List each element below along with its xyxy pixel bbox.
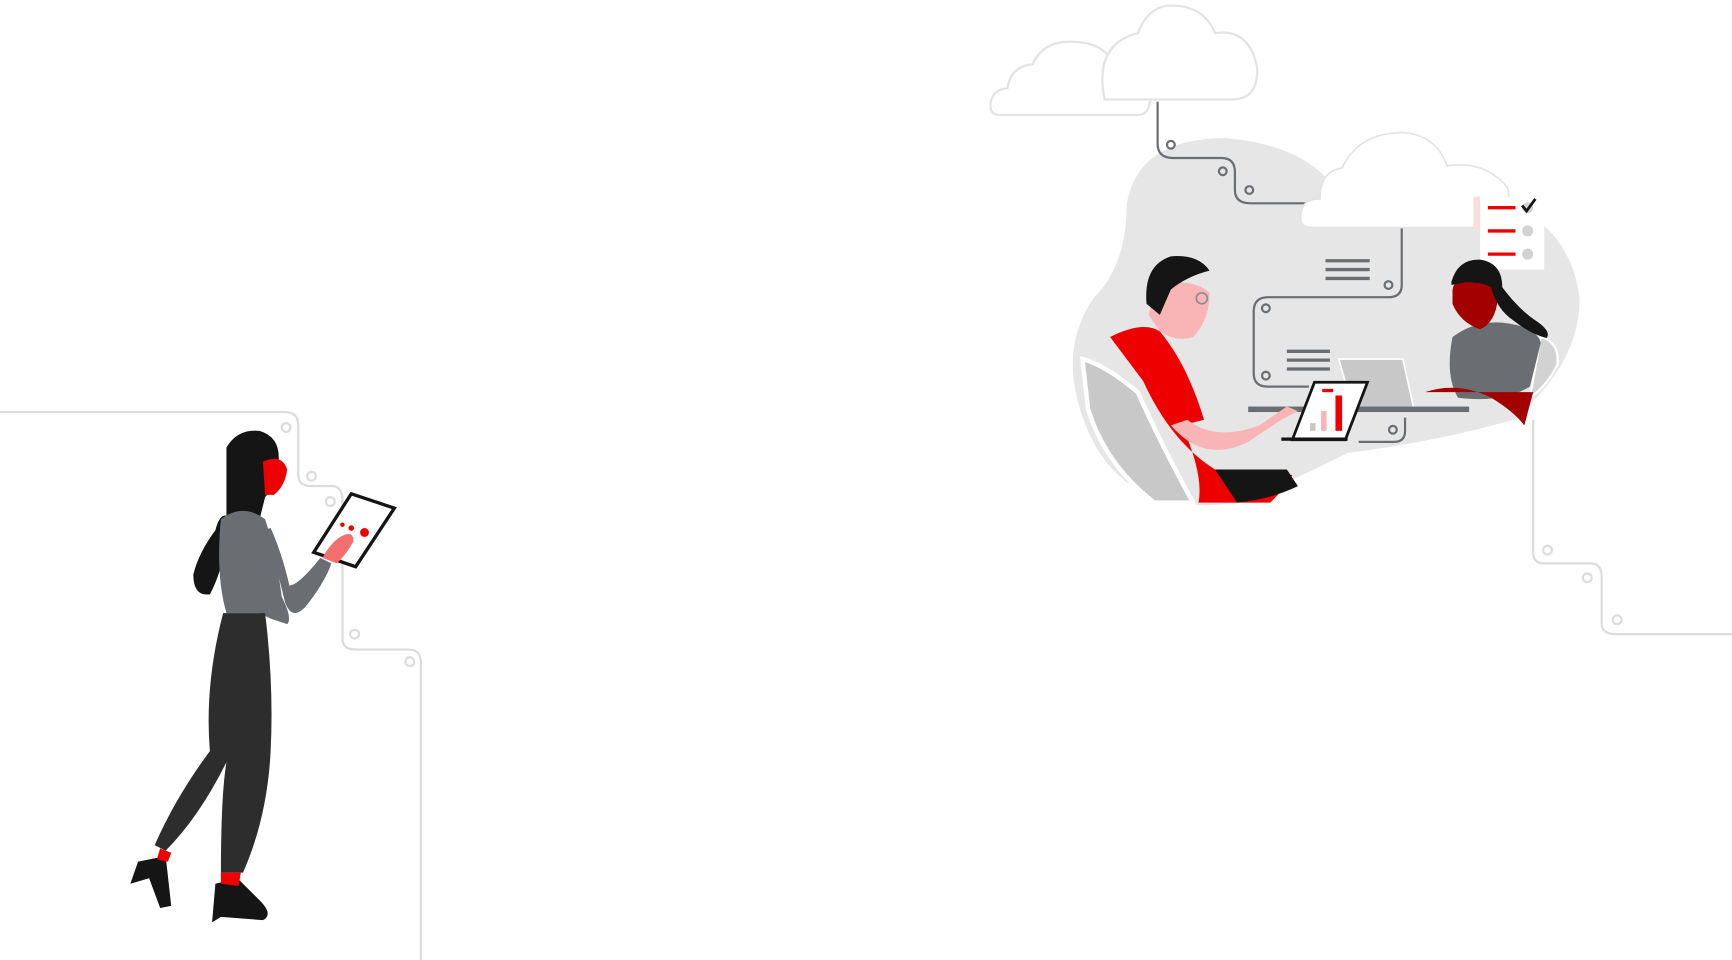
left-circuit-lines: [0, 410, 422, 960]
man-at-desk: [1079, 256, 1298, 505]
laptop-icon: [1248, 358, 1470, 442]
woman-with-tablet: [130, 430, 397, 923]
woman-at-desk: [1424, 259, 1559, 426]
right-circuit-lines: [1532, 419, 1732, 636]
cloud-icon: [1299, 131, 1515, 229]
checklist-icon: [1473, 196, 1545, 270]
text-lines-icon: [1286, 259, 1370, 371]
circuit-lines: [1156, 101, 1407, 443]
cloud-icon: [989, 4, 1259, 117]
chart-icon: [1322, 388, 1334, 393]
